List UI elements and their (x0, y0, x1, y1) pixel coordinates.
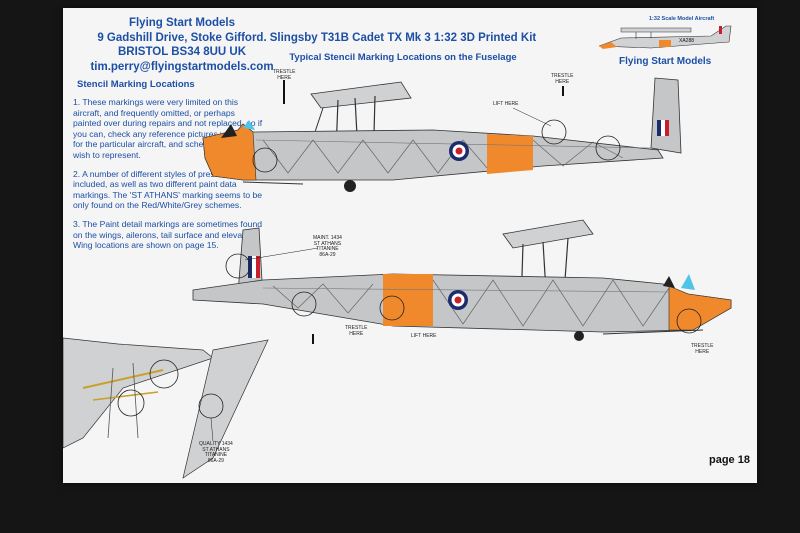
page-number: page 18 (709, 454, 750, 466)
trestle-label: TRESTLE HERE (551, 73, 574, 85)
company-address-line2: BRISTOL BS34 8UU UK (117, 46, 247, 58)
bottom-glider-side-view (192, 219, 732, 344)
instruction-sheet: Flying Start Models 9 Gadshill Drive, St… (63, 8, 757, 483)
logo-glider-icon (598, 25, 732, 49)
brand-logo: 1:32 Scale Model Aircraft Flying Start M… (591, 16, 741, 71)
detail-view (63, 337, 269, 479)
trestle-label: TRESTLE HERE (345, 325, 368, 337)
aircraft-drawings (63, 77, 732, 479)
note-item: 3. The Paint detail markings are sometim… (73, 218, 262, 251)
logo-name: Flying Start Models (619, 56, 712, 67)
note-item: 1. These markings were very limited on t… (73, 97, 263, 160)
logo-scale-text: 1:32 Scale Model Aircraft (649, 16, 715, 22)
lift-label: LIFT HERE (411, 333, 437, 339)
lift-label: LIFT HERE (493, 101, 519, 107)
company-address-line1: 9 Gadshill Drive, Stoke Gifford. (97, 31, 267, 44)
trestle-label: TRESTLE HERE (691, 343, 714, 355)
notes-list: 1. These markings were very limited on t… (73, 97, 265, 259)
logo-registration: XA288 (679, 38, 695, 44)
company-name: Flying Start Models (128, 17, 236, 29)
kit-subtitle: Typical Stencil Marking Locations on the… (289, 52, 517, 63)
paint-data-label: MAINT. 1434 ST ATHANS TITANINE 86A-29 (313, 235, 342, 258)
paint-data-label: QUALITY 1434 ST ATHANS TITANINE 86A-29 (199, 441, 233, 464)
company-email: tim.perry@flyingstartmodels.com (90, 60, 274, 73)
top-glider-side-view (202, 77, 682, 192)
company-block: Flying Start Models 9 Gadshill Drive, St… (77, 16, 287, 74)
notes-title: Stencil Marking Locations (77, 79, 195, 90)
note-item: 2. A number of different styles of prese… (73, 168, 263, 211)
kit-title: Slingsby T31B Cadet TX Mk 3 1:32 3D Prin… (269, 32, 537, 44)
trestle-label: TRESTLE HERE (273, 69, 296, 81)
